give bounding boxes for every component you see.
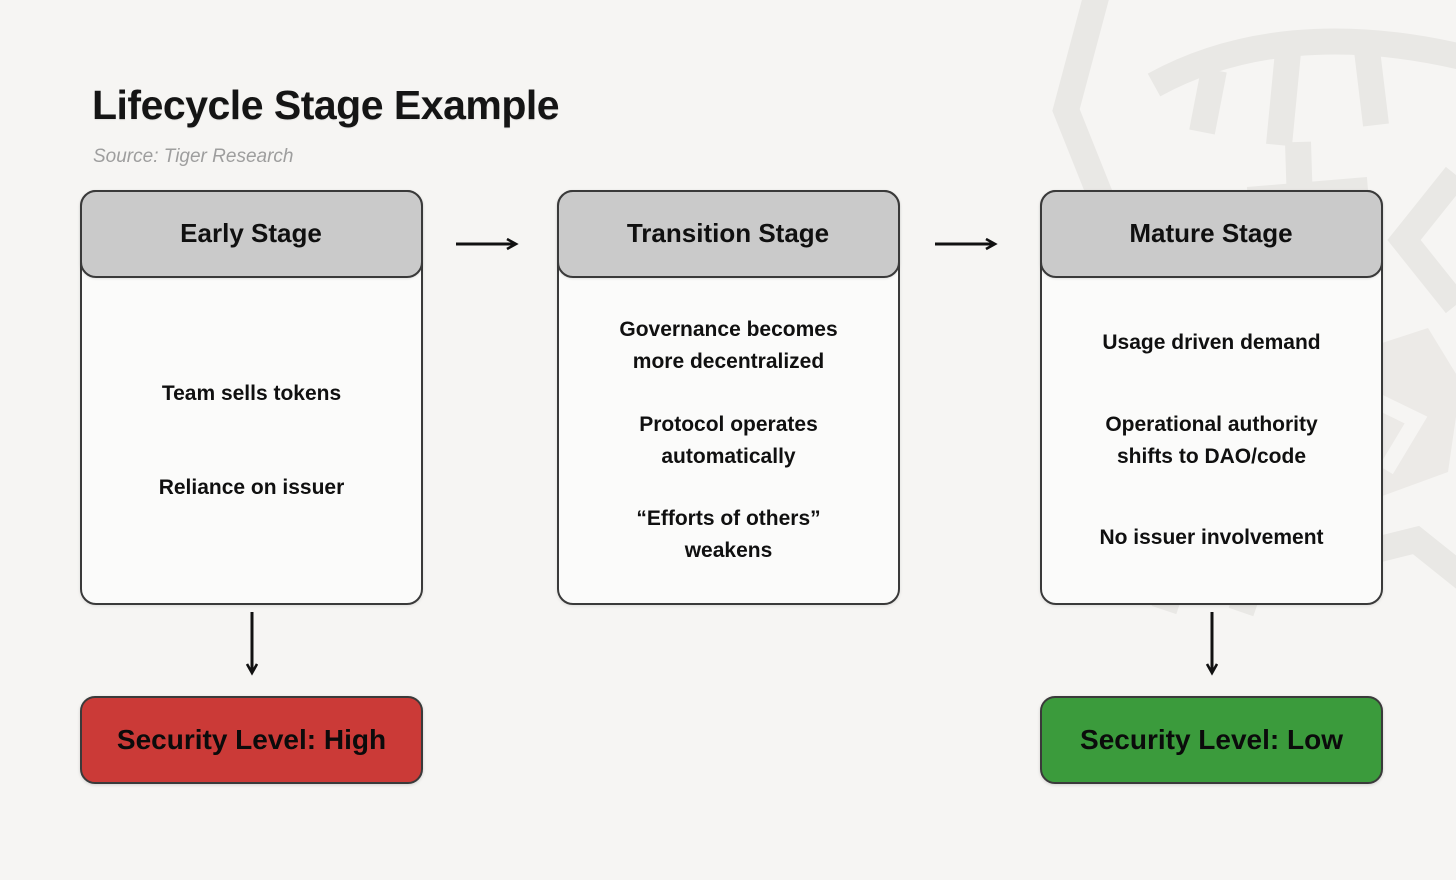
stage-card-mature: Mature Stage Usage driven demand Operati…: [1039, 189, 1383, 605]
stage-body-early: Team sells tokens Reliance on issuer: [82, 278, 421, 603]
stage-header-early: Early Stage: [79, 189, 423, 278]
source-caption: Source: Tiger Research: [93, 146, 294, 167]
stage-card-transition: Transition Stage Governance becomes more…: [556, 189, 900, 605]
page-title: Lifecycle Stage Example: [92, 82, 560, 128]
stage-item: Team sells tokens: [161, 381, 342, 405]
stage-title: Early Stage: [180, 218, 322, 248]
arrow-down-icon: [236, 612, 268, 688]
arrow-down-icon: [1196, 612, 1228, 688]
stage-header-transition: Transition Stage: [556, 189, 900, 278]
stage-item: No issuer involvement: [1099, 526, 1324, 550]
stage-item: Usage driven demand: [1102, 330, 1321, 354]
stage-title: Transition Stage: [626, 218, 830, 248]
stage-item: “Efforts of others” weakens: [636, 507, 821, 563]
stage-card-early: Early Stage Team sells tokens Reliance o…: [79, 189, 423, 605]
stage-item: Reliance on issuer: [158, 475, 345, 499]
arrow-right-icon: [935, 229, 1012, 259]
stage-item: Governance becomes more decentralized: [619, 317, 838, 373]
security-level-low-badge: Security Level: Low: [1040, 696, 1383, 784]
stage-header-mature: Mature Stage: [1039, 189, 1383, 278]
stage-title: Mature Stage: [1129, 218, 1293, 248]
arrow-right-icon: [456, 229, 533, 259]
stage-body-transition: Governance becomes more decentralized Pr…: [559, 278, 898, 603]
stage-body-mature: Usage driven demand Operational authorit…: [1042, 278, 1381, 603]
stage-item: Protocol operates automatically: [639, 412, 818, 468]
stage-item: Operational authority shifts to DAO/code: [1105, 412, 1318, 468]
security-level-high-badge: Security Level: High: [80, 696, 423, 784]
